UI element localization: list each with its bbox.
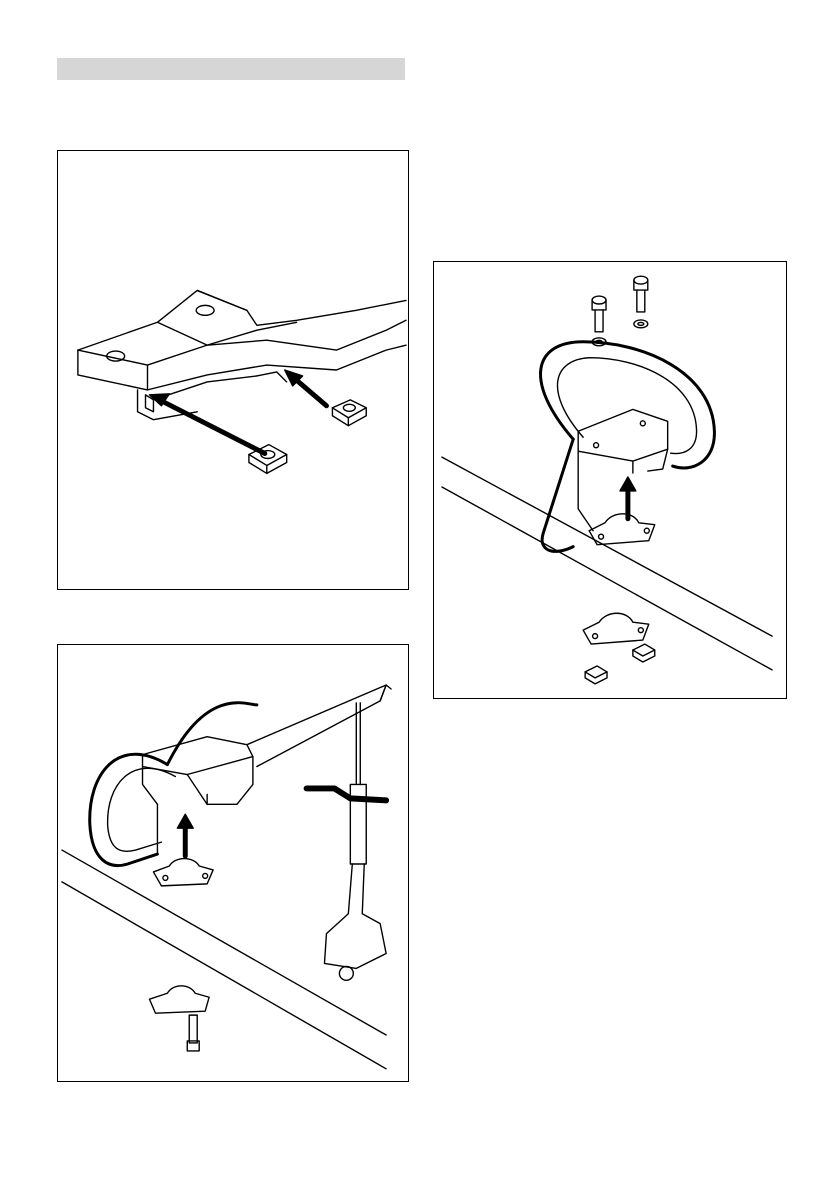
illustration-loop-handle-exploded [434, 262, 786, 698]
figure-panel-handle-mounted [57, 644, 409, 1082]
figure-panel-nut-insertion [57, 150, 409, 590]
section-title [57, 58, 405, 64]
illustration-loop-handle-throttle [58, 645, 408, 1081]
figure-panel-exploded-view [433, 261, 787, 699]
illustration-handle-clamp-nuts [58, 151, 408, 589]
section-title-bar [57, 58, 405, 80]
